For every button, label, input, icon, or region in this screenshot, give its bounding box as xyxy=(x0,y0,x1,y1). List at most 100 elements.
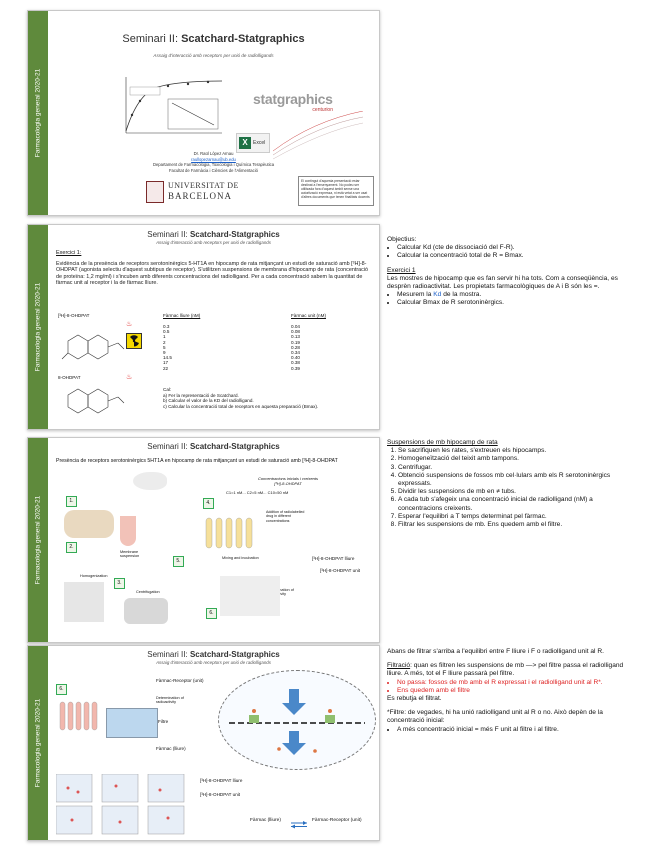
slide-subtitle: Assaig d'interacció amb receptors per un… xyxy=(156,660,271,665)
faculty: Facultat de Farmàcia i Ciències de l'Ali… xyxy=(168,167,258,173)
filtration-paragraph: Filtració: quan es filtren les suspensio… xyxy=(387,662,624,678)
equilibrium-left: Fàrmac (lliure) xyxy=(250,818,281,823)
author-email[interactable]: raullopezarnau@ub.edu xyxy=(191,156,236,162)
procedure-list: Se sacrifiquen les rates, s'extreuen els… xyxy=(387,447,635,529)
bound-concentration-cell: 0.34 xyxy=(291,350,300,356)
step-number: 4. xyxy=(203,498,214,509)
slide-title: Seminari II: Scatchard-Statgraphics xyxy=(147,442,280,451)
procedure-step: A cada tub s'afegeix una concentració in… xyxy=(398,496,635,512)
objectives-heading: Objectius: xyxy=(387,236,417,243)
task-item: a) Fer la representació de Scatchard. xyxy=(163,392,239,398)
notes-slide-3: Suspensions de mb hipocamp de rata Se sa… xyxy=(387,439,635,529)
filter-note-item: A més concentració inicial = més F unit … xyxy=(397,726,635,734)
step-number: 1. xyxy=(66,496,77,507)
hot-ligand-label: [³H]-8-OHDPAT xyxy=(58,313,90,318)
free-concentration-cell: 22 xyxy=(163,365,169,371)
objectives-list: Calcular Kd (cte de dissociació del F-R)… xyxy=(387,244,635,260)
notes-slide-2: Objectius: Calcular Kd (cte de dissociac… xyxy=(387,236,635,308)
saturation-curve-image xyxy=(118,73,226,143)
procedure-step: Obtenció suspensions de fossos mb cel·lu… xyxy=(398,472,635,488)
free-concentration-cell: 0.5 xyxy=(163,329,170,335)
slide-title: Seminari II: Scatchard-Statgraphics xyxy=(147,650,280,659)
filter-device-image xyxy=(106,708,158,738)
slide-title: Seminari II: Scatchard-Statgraphics xyxy=(122,33,305,45)
tasks-heading: Cal: xyxy=(163,387,172,392)
filter-note-list: A més concentració inicial = més F unit … xyxy=(387,726,635,734)
slide-3: Farmacologia general 2020-21 Seminari II… xyxy=(27,437,380,643)
filtration-item: Ens quedem amb el filtre xyxy=(397,687,635,695)
copyright-notice: El contingut d'aquesta presentació estar… xyxy=(298,176,374,206)
homogenizer-image xyxy=(64,582,104,622)
step-label-membrane: Membrane suspension xyxy=(120,550,140,558)
free-concentration-cell: 14.5 xyxy=(163,355,172,361)
swoosh-decoration xyxy=(273,111,363,160)
concentration-values: C1=1 nM... C2=5 nM... C10=50 nM xyxy=(226,490,289,495)
slide-side-band: Farmacologia general 2020-21 xyxy=(28,646,48,840)
col-header-free: Fàrmac lliure (nM) xyxy=(163,313,201,318)
bound-concentration-cell: 0.08 xyxy=(291,329,300,335)
bound-concentration-cell: 0.39 xyxy=(291,365,300,371)
radioactive-icon xyxy=(126,333,142,349)
department: Departament de Farmacologia, Toxicologia… xyxy=(152,162,275,167)
tasks: Cal: a) Fer la representació de Scatchar… xyxy=(163,387,318,409)
determination-label: Determination of radioactivity xyxy=(156,696,184,704)
free-concentration-cell: 1 xyxy=(163,334,166,340)
filter-diagram xyxy=(218,670,376,770)
university-logo: UNIVERSITAT DE BARCELONA xyxy=(146,179,266,205)
slide-1: Farmacologia general 2020-21 Seminari II… xyxy=(27,10,380,216)
bound-concentration-cell: 0.04 xyxy=(291,324,300,329)
author-name: Dr. Raül López Arnau xyxy=(193,151,234,156)
rat-image xyxy=(133,472,167,490)
procedure-step: Homogeneïtzació del teixit amb tampons. xyxy=(398,455,635,463)
cold-ligand-label: 8-OHDPAT xyxy=(58,375,81,380)
objective-item: Calcular Kd (cte de dissociació del F-R)… xyxy=(397,244,635,252)
author-block: Dr. Raül López Arnau raullopezarnau@ub.e… xyxy=(48,151,379,173)
exercise-note-item: Mesurem la Kd de la mostra. xyxy=(397,291,635,299)
free-concentration-cell: 5 xyxy=(163,344,166,350)
free-concentration-cell: 2 xyxy=(163,339,166,345)
exercise-note-text: Les mostres de hipocamp que es fan servi… xyxy=(387,274,618,291)
cold-ligand-structure-image xyxy=(67,388,125,414)
slide-2: Farmacologia general 2020-21 Seminari II… xyxy=(27,224,380,430)
bound-ligand-label: [³H]-8-OHDPAT unit xyxy=(320,568,361,573)
exercise-note-item: Calcular Bmax de R serotoninèrgics. xyxy=(397,299,635,307)
bound-concentration-cell: 0.19 xyxy=(291,339,300,345)
drug-receptor-bound-label: Fàrmac-Receptor (unit) xyxy=(156,678,204,683)
slide-side-band: Farmacologia general 2020-21 xyxy=(28,438,48,642)
exercise-text: Evidència de la presència de receptors s… xyxy=(56,261,369,287)
test-tubes-image xyxy=(58,700,98,734)
slide-text: Presència de receptors serotoninèrgics 5… xyxy=(56,458,338,464)
note-paragraph: *Filtre: de vegades, hi ha unió radiolli… xyxy=(387,709,603,725)
free-ligand-label: [³H]-8-OHDPAT lliure xyxy=(200,778,243,783)
equilibrium-right: Fàrmac-Receptor (unit) xyxy=(312,818,362,823)
objective-item: Calcular la concentració total de R = Bm… xyxy=(397,252,635,260)
vial-images xyxy=(55,773,186,836)
bound-concentration-cell: 0.28 xyxy=(291,344,300,350)
centrifuge-image xyxy=(124,598,168,624)
procedure-heading: Suspensions de mb hipocamp de rata xyxy=(387,439,498,446)
slide-side-band: Farmacologia general 2020-21 xyxy=(28,11,48,215)
bound-concentration-cell: 0.13 xyxy=(291,334,300,340)
procedure-step: Filtrar les suspensions de mb. Ens quede… xyxy=(398,521,635,529)
slide-4: Farmacologia general 2020-21 Seminari II… xyxy=(27,645,380,841)
brain-tissue-image xyxy=(64,510,114,538)
free-concentration-cell: 9 xyxy=(163,350,166,356)
col-header-bound: Fàrmac unit (nM) xyxy=(291,313,326,318)
step-label-mixing: Mixing and incubation xyxy=(222,556,259,560)
bound-ligand-label: [³H]-8-OHDPAT unit xyxy=(200,792,241,797)
free-ligand-label: [³H]-8-OHDPAT lliure xyxy=(312,556,355,561)
step-number: 2. xyxy=(66,542,77,553)
note-paragraph: Es rebutja el filtrat. xyxy=(387,695,442,703)
slide-subtitle: Assaig d'interacció amb receptors per un… xyxy=(153,53,274,58)
flame-icon: ♨ xyxy=(126,374,133,381)
equilibrium-arrows-icon xyxy=(290,816,308,829)
procedure-step: Esperar l'equilibri a T temps determinat… xyxy=(398,513,635,521)
step-number: 6. xyxy=(56,684,67,695)
statgraphics-logo: statgraphics centurion xyxy=(253,91,333,113)
filter-label: Filtre xyxy=(158,719,169,724)
flame-icon: ♨ xyxy=(126,321,133,328)
free-concentration-cell: 17 xyxy=(163,360,169,366)
slide-side-band: Farmacologia general 2020-21 xyxy=(28,225,48,429)
task-item: b) Calcular el valor de la KD del radiol… xyxy=(163,398,254,404)
addition-label: Addition of radiolabelled drug in differ… xyxy=(266,510,305,523)
